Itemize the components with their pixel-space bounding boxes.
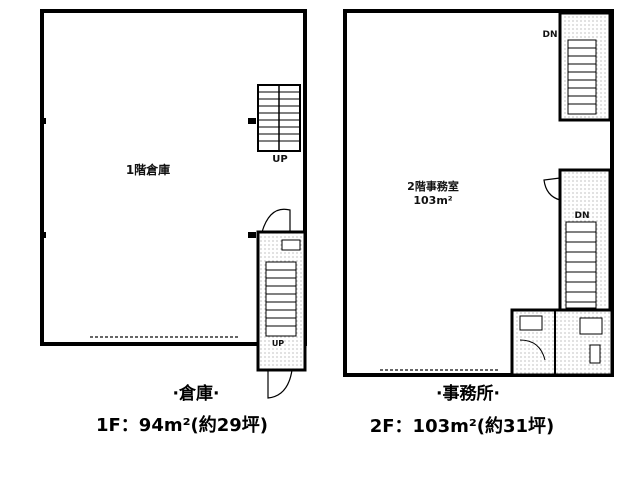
- floor2-caption-area: 2F：103m²(約31坪): [370, 415, 555, 437]
- floor1-room-label: 1階倉庫: [126, 162, 170, 177]
- floor1-stairs-upper: [257, 84, 301, 152]
- column: [248, 118, 256, 124]
- floor2-restrooms: [510, 308, 614, 377]
- floor1-stair-up-label-small: UP: [272, 339, 284, 348]
- floor2-room-label: 2階事務室: [407, 179, 459, 193]
- floor1-plan: [40, 9, 307, 399]
- floor1-outer-wall: [40, 9, 307, 346]
- column: [40, 232, 46, 238]
- column: [40, 118, 46, 124]
- floor1-stair-up-label: UP: [272, 154, 287, 165]
- floor2-stair-dn-top: DN: [542, 30, 557, 40]
- floor2-outer-wall: [343, 9, 614, 377]
- floor1-stairs-lower: [256, 208, 307, 399]
- floor2-stairs-top: [558, 11, 612, 122]
- floor2-stair-dn-mid: DN: [574, 211, 589, 221]
- floor1-caption-area: 1F：94m²(約29坪): [96, 414, 268, 436]
- floor2-stairs-mid: [543, 168, 612, 312]
- floor2-plan: [343, 9, 614, 377]
- column: [248, 232, 256, 238]
- floor2-room-area: 103m²: [413, 194, 452, 207]
- floor1-caption-title: ·倉庫·: [173, 383, 220, 404]
- floor2-caption-title: ·事務所·: [436, 383, 500, 404]
